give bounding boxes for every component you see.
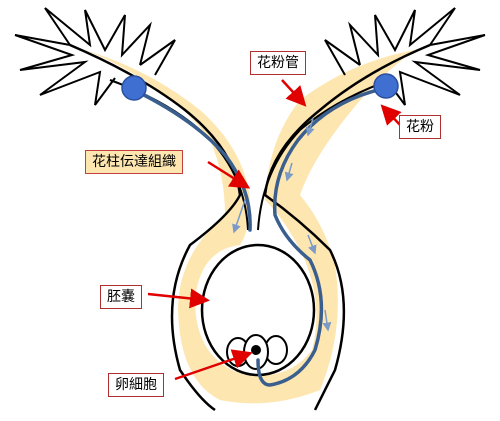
pollen-grain-left (121, 75, 147, 101)
stigma-left (14, 7, 176, 106)
pistil-outline-right (263, 43, 431, 411)
label-egg-cell: 卵細胞 (108, 373, 164, 397)
flow-arrow-5 (322, 309, 332, 332)
label-transmitting-tissue: 花柱伝達組織 (85, 150, 183, 174)
pollen-tube-right (256, 86, 388, 387)
egg-nucleus (251, 345, 261, 355)
pistil-outline (69, 43, 242, 412)
callout-arrow-embryo-sac (147, 288, 210, 309)
flow-arrow-1 (232, 199, 246, 234)
flow-arrow-2 (284, 162, 294, 182)
flow-arrow-4 (307, 234, 317, 255)
label-pollen: 花粉 (399, 115, 441, 139)
label-embryo-sac: 胚嚢 (100, 285, 142, 309)
flow-arrow-3 (305, 117, 315, 137)
label-pollen-tube: 花粉管 (250, 51, 306, 75)
callout-arrow-egg (174, 349, 253, 381)
style-inner-right (257, 79, 391, 231)
transmitting-tissue-band (85, 50, 415, 404)
stigma-right (324, 7, 486, 106)
callout-arrow-pollen-tube (281, 79, 307, 107)
callout-arrow-transmitting (207, 160, 251, 189)
pollen-tube-left (132, 88, 252, 232)
pollen-grain-right (373, 73, 399, 99)
